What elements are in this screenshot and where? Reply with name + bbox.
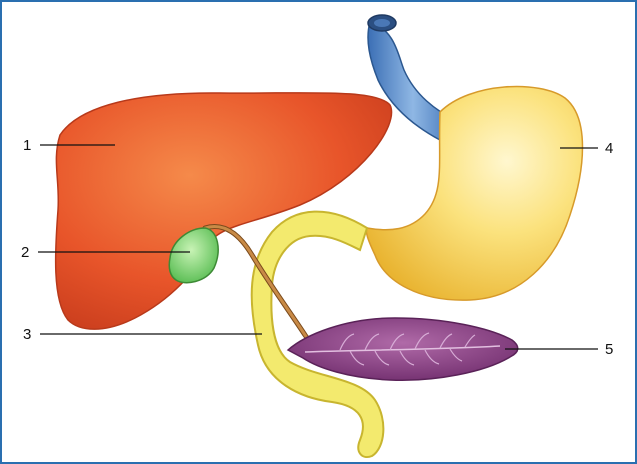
pancreas bbox=[288, 318, 518, 380]
label-2: 2 bbox=[21, 244, 29, 261]
label-5: 5 bbox=[605, 341, 613, 358]
label-1: 1 bbox=[23, 137, 31, 154]
label-4: 4 bbox=[605, 140, 613, 157]
stomach bbox=[366, 86, 582, 300]
label-3: 3 bbox=[23, 326, 31, 343]
liver bbox=[56, 93, 392, 329]
